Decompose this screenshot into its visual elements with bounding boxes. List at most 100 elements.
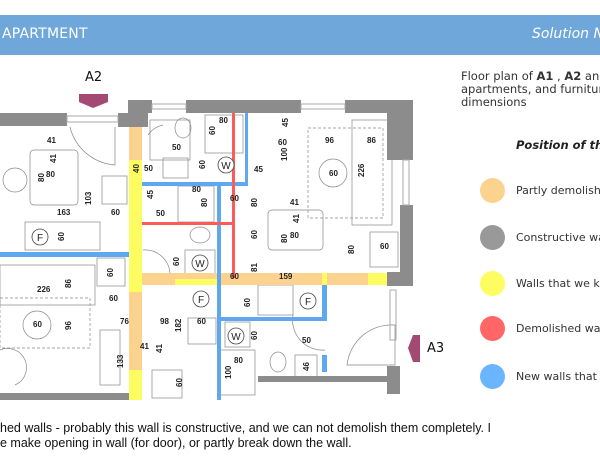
dim-label: 60 <box>278 138 287 147</box>
constructive-walls <box>0 100 413 400</box>
header-solution: Solution N <box>532 26 600 42</box>
dim-label: 80 <box>280 234 289 243</box>
fridge-symbol: F <box>305 297 311 308</box>
dim-label: 100 <box>224 365 233 379</box>
marker-a3-arrow <box>408 335 420 362</box>
dim-label: 40 <box>132 164 141 173</box>
dim-label: 41 <box>155 344 164 353</box>
dim-label: 96 <box>325 136 334 145</box>
new-walls <box>0 113 327 400</box>
dim-label: 226 <box>357 163 366 177</box>
dim-label: 159 <box>279 272 293 281</box>
intro-a2: A2 <box>564 69 582 83</box>
intro-sep: , <box>553 69 565 83</box>
dim-label: 182 <box>174 318 183 332</box>
dim-label: 80 <box>200 198 209 207</box>
dim-label: 60 <box>198 160 207 169</box>
windows <box>66 103 410 341</box>
blue-dot-icon <box>480 363 505 389</box>
dim-label: 50 <box>302 336 311 345</box>
dim-label: 50 <box>144 164 153 173</box>
dim-label: 76 <box>120 317 129 326</box>
header-title: APARTMENT <box>2 26 88 42</box>
dim-label: 45 <box>281 118 290 127</box>
dim-label: 60 <box>109 294 118 303</box>
fridge-symbol: F <box>198 295 204 306</box>
dim-label: 103 <box>84 191 93 205</box>
dim-label: 60 <box>230 194 239 203</box>
dim-label: 80 <box>37 173 46 182</box>
intro-line3: dimensions <box>461 95 527 109</box>
dim-label: 60 <box>208 126 217 135</box>
plan-description: Floor plan of A1 , A2 and apartments, an… <box>461 70 600 109</box>
dim-label: 60 <box>106 268 115 277</box>
dim-label: 133 <box>116 354 125 368</box>
dim-label: 60 <box>111 208 120 217</box>
legend-item-new: New walls that w <box>480 363 600 389</box>
dim-label: 45 <box>146 190 155 199</box>
dim-label: 46 <box>302 362 311 371</box>
dim-label: 80 <box>219 116 228 125</box>
dim-label: 98 <box>160 317 169 326</box>
dim-label: 80 <box>250 198 259 207</box>
marker-a2-label: A2 <box>85 70 103 85</box>
dim-label: 60 <box>250 230 259 239</box>
yellow-dot-icon <box>480 270 505 296</box>
marker-a2-arrow <box>79 94 108 108</box>
dim-label: 60 <box>329 169 338 178</box>
dim-label: 60 <box>380 242 389 251</box>
red-dot-icon <box>480 315 505 341</box>
dim-label: 86 <box>367 136 376 145</box>
legend-label: Demolished wal <box>516 321 600 335</box>
dim-label: 96 <box>64 321 73 330</box>
dim-label: 60 <box>175 378 184 387</box>
legend-item-constructive: Constructive wa <box>480 224 600 250</box>
dim-label: 80 <box>192 185 201 194</box>
dim-label: 50 <box>156 209 165 218</box>
note-line2: e make opening in wall (for door), or pa… <box>0 436 352 450</box>
note-line1: hed walls - probably this wall is constr… <box>0 421 491 435</box>
legend-label: Constructive wa <box>516 230 600 244</box>
dim-label: 80 <box>234 356 243 365</box>
note-text: hed walls - probably this wall is constr… <box>0 421 491 451</box>
dim-label: 80 <box>46 170 55 179</box>
legend-item-demolished: Demolished wal <box>480 315 600 341</box>
floor-plan: 41 41 80 80 163 60 103 60 40 50 50 60 80… <box>0 94 420 400</box>
dim-label: 60 <box>250 331 259 340</box>
orange-dot-icon <box>480 177 505 203</box>
dim-label: 41 <box>292 214 301 223</box>
dim-label: 41 <box>47 136 56 145</box>
dim-label: 60 <box>197 317 206 326</box>
dim-label: 50 <box>172 143 181 152</box>
dim-label: 86 <box>64 279 73 288</box>
appliance-symbols <box>31 156 317 345</box>
legend-title: Position of the <box>516 138 600 152</box>
kept-walls <box>129 160 387 400</box>
dim-label: 80 <box>347 245 356 254</box>
header-bar: APARTMENT Solution N <box>0 15 600 55</box>
dim-label: 81 <box>250 263 259 272</box>
dim-label: 45 <box>254 165 263 174</box>
dim-label: 60 <box>243 298 252 307</box>
dim-label: 60 <box>33 320 42 329</box>
dim-label: 60 <box>230 272 239 281</box>
dim-label: 41 <box>49 154 58 163</box>
washer-symbol: W <box>195 259 205 270</box>
legend-item-kept: Walls that we ke <box>480 270 600 296</box>
dim-label: 60 <box>57 232 66 241</box>
legend-label: Partly demolished <box>516 183 600 197</box>
legend-label: Walls that we ke <box>516 276 600 290</box>
dim-label: 41 <box>140 342 149 351</box>
dim-label: 100 <box>280 147 289 161</box>
legend-label: New walls that w <box>516 369 600 383</box>
intro-suffix: and <box>584 69 600 83</box>
gray-dot-icon <box>480 224 505 250</box>
dim-label: 226 <box>37 285 51 294</box>
dim-label: 80 <box>290 231 299 240</box>
dim-label: 41 <box>290 198 299 207</box>
demolished-walls <box>142 113 235 278</box>
dim-label: 60 <box>172 257 181 266</box>
fridge-symbol: F <box>37 233 43 244</box>
dimension-labels: 41 41 80 80 163 60 103 60 40 50 50 60 80… <box>33 116 389 387</box>
intro-text: Floor plan of <box>461 69 537 83</box>
